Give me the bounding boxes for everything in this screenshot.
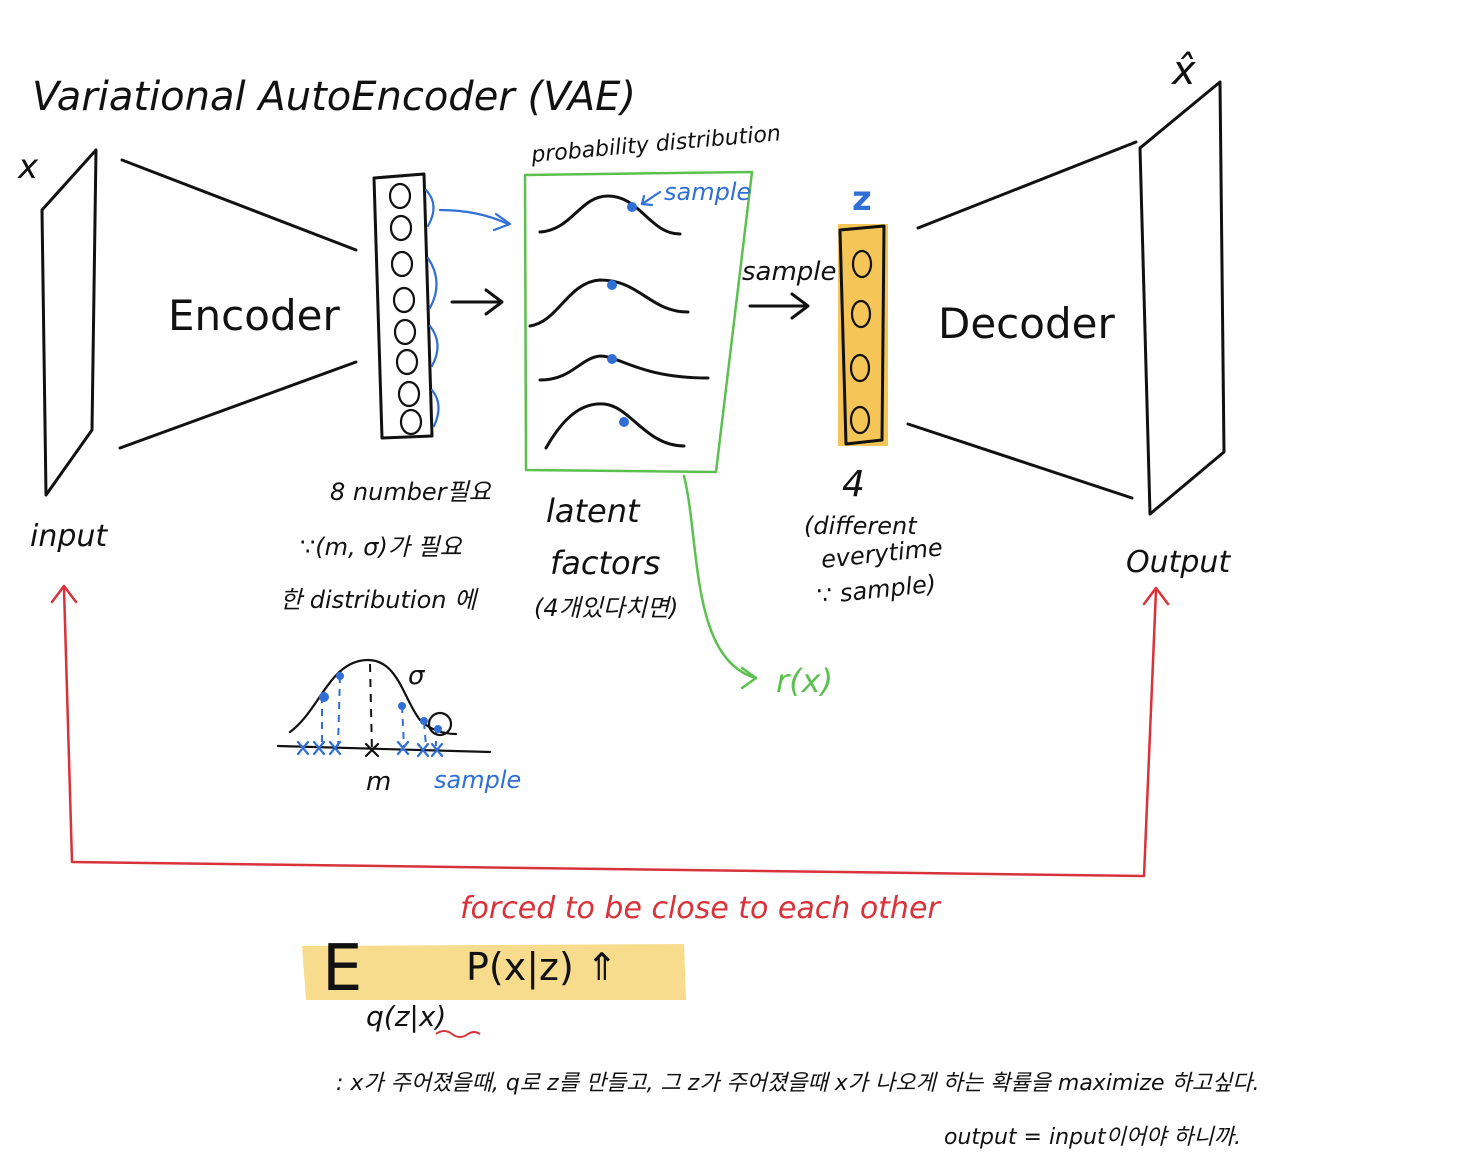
z-symbol: z — [852, 179, 872, 219]
sample-point — [607, 354, 617, 364]
encoder-block: Encoder — [118, 158, 358, 450]
mean-sigma-vector: 8 number필요 ∵(m, σ)가 필요 한 distribution 에 — [280, 172, 512, 614]
gaussian-sample-label: sample — [434, 766, 521, 794]
distribution-box: probability distribution sample latent f… — [523, 121, 833, 700]
gaussian-sigma-label: σ — [408, 661, 426, 691]
decoder-label: Decoder — [938, 299, 1115, 348]
sample-arrow: sample — [742, 257, 837, 320]
footnote-line-1: : x가 주어졌을때, q로 z를 만들고, 그 z가 주어졌을때 x가 나오게… — [336, 1071, 1260, 1096]
sample-point — [619, 417, 629, 427]
feedback-label: forced to be close to each other — [460, 891, 941, 926]
latent-caption-1: latent — [546, 492, 641, 530]
gaussian-sketch: m σ sample — [276, 658, 521, 797]
z-note-3: ∵ sample) — [816, 570, 938, 610]
vector-caption-1: 8 number필요 — [330, 478, 492, 506]
formula-subscript: q(z|x) — [366, 1000, 446, 1033]
input-layer: x input — [17, 147, 108, 554]
sample-marker-label: sample — [664, 178, 751, 206]
formula-term: P(x|z) ⇑ — [466, 945, 618, 990]
objective-formula: E P(x|z) ⇑ q(z|x) — [302, 932, 686, 1038]
sample-point — [627, 202, 637, 212]
vector-caption-3: 한 distribution 에 — [280, 586, 479, 614]
latent-caption-2: factors — [550, 544, 660, 582]
encoder-label: Encoder — [168, 291, 340, 340]
sample-arrow-label: sample — [742, 257, 837, 287]
distribution-header: probability distribution — [529, 121, 781, 168]
footnote-line-2: output = input이어야 하니까. — [944, 1125, 1241, 1150]
feedback-loop: forced to be close to each other — [50, 584, 1170, 926]
formula-highlight — [302, 944, 686, 1000]
rx-label: r(x) — [776, 662, 833, 700]
z-vector: z 4 (different everytime ∵ sample) — [804, 179, 944, 610]
decoder-block: Decoder — [906, 140, 1138, 500]
vector-caption-2: ∵(m, σ)가 필요 — [300, 533, 463, 561]
z-count: 4 — [842, 464, 865, 505]
gaussian-mean-label: m — [366, 767, 391, 797]
input-caption: input — [30, 519, 108, 554]
input-symbol: x — [17, 147, 39, 187]
output-symbol: x̂ — [1170, 48, 1196, 94]
diagram-title: Variational AutoEncoder (VAE) — [32, 74, 636, 120]
z-note-1: (different — [804, 512, 918, 540]
sample-point — [607, 280, 617, 290]
output-layer: x̂ Output — [1126, 48, 1231, 580]
output-caption: Output — [1126, 545, 1231, 580]
formula-expectation: E — [322, 932, 362, 1006]
footnote: : x가 주어졌을때, q로 z를 만들고, 그 z가 주어졌을때 x가 나오게… — [336, 1071, 1260, 1150]
latent-caption-3: (4개있다치면) — [534, 594, 678, 622]
